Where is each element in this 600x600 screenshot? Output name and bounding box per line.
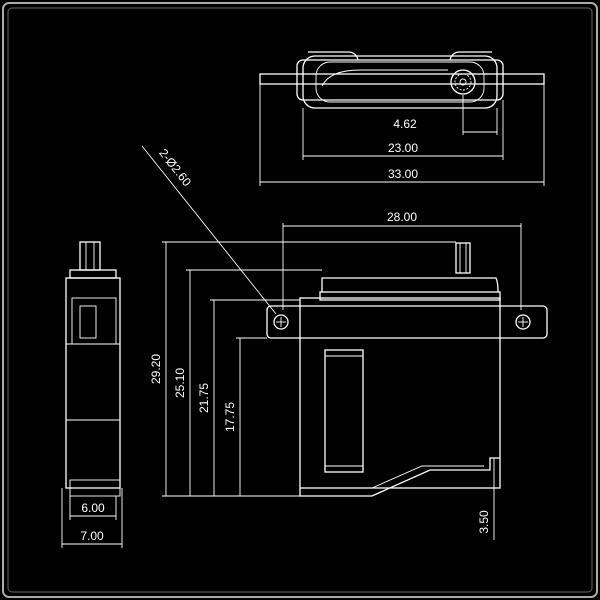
dim-21-75: 21.75 <box>197 383 211 413</box>
output-shaft <box>455 242 471 274</box>
dim-4-62: 4.62 <box>393 117 417 131</box>
dim-17-75: 17.75 <box>223 402 237 432</box>
main-case <box>299 297 501 489</box>
dim-33-00: 33.00 <box>388 167 418 181</box>
side-view: 6.00 7.00 <box>61 241 123 548</box>
leader-line <box>141 145 277 315</box>
side-body <box>65 277 121 489</box>
gear-housing <box>321 277 499 293</box>
spline-teeth <box>454 73 472 91</box>
dim-3-50: 3.50 <box>477 510 491 534</box>
top-view: 4.62 23.00 33.00 <box>259 51 545 186</box>
inner-frame <box>7 7 593 593</box>
gear-plate <box>319 291 501 301</box>
dim-6-00: 6.00 <box>81 501 105 515</box>
spline-center <box>459 78 467 86</box>
dim-23-00: 23.00 <box>388 141 418 155</box>
mount-hole-right <box>515 314 531 330</box>
top-view-plate <box>296 59 504 101</box>
top-view-body <box>302 55 498 109</box>
hole-callout: 2-Ø2.60 <box>156 146 194 189</box>
top-view-curve <box>321 69 448 87</box>
top-view-ear <box>308 51 492 61</box>
top-view-inner <box>315 61 485 103</box>
case-bottom <box>299 457 500 497</box>
front-view: 28.00 2-Ø2.60 29.20 25.10 21.75 17.75 3.… <box>141 145 548 540</box>
dim-25-10: 25.10 <box>173 368 187 398</box>
dim-28-00: 28.00 <box>387 210 417 224</box>
side-shaft <box>79 241 101 271</box>
mounting-tab <box>266 305 548 339</box>
side-window <box>79 305 97 339</box>
side-upper-section <box>71 297 117 345</box>
side-bottom <box>69 479 121 497</box>
dim-7-00: 7.00 <box>80 529 104 543</box>
spline-gear <box>450 69 476 95</box>
mount-hole-left <box>273 314 289 330</box>
cable-line <box>371 465 484 489</box>
top-view-pin <box>259 73 545 85</box>
side-gear-plate <box>69 269 117 279</box>
dim-29-20: 29.20 <box>149 354 163 384</box>
label-window <box>324 349 364 473</box>
